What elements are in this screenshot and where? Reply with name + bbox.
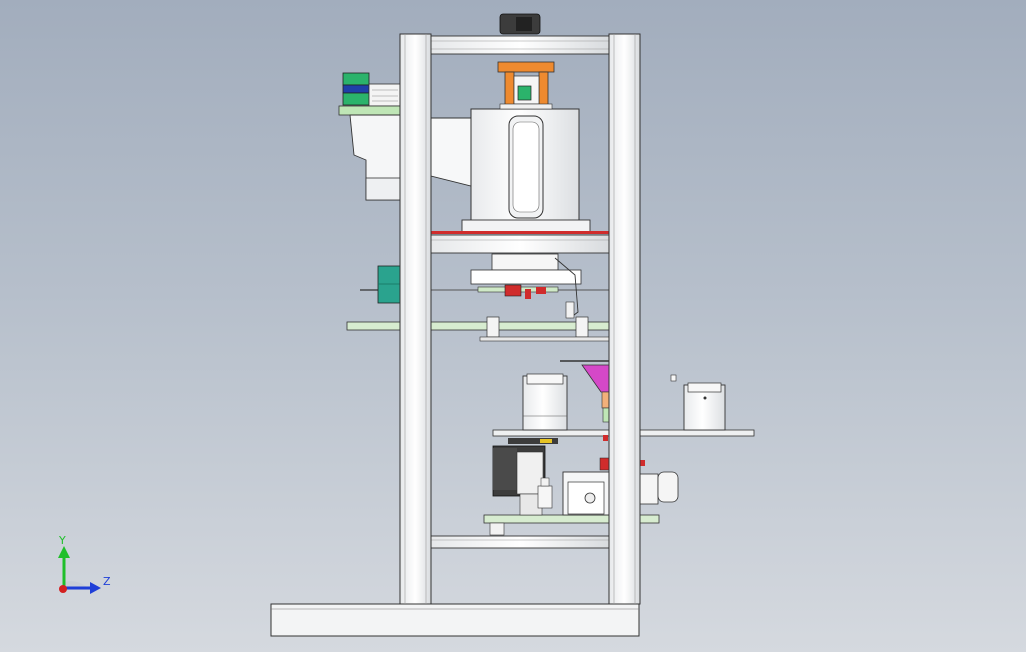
lower-assembly bbox=[483, 435, 679, 536]
orange-bracket bbox=[497, 61, 555, 110]
frame-crossbars bbox=[430, 35, 610, 549]
base-plate bbox=[270, 603, 640, 637]
top-motor bbox=[499, 13, 541, 35]
left-motor-stack bbox=[338, 72, 402, 116]
spindle-housing bbox=[430, 108, 609, 234]
coordinate-triad: Y Z bbox=[58, 534, 111, 594]
frame-posts bbox=[399, 33, 641, 605]
left-hood bbox=[349, 114, 402, 201]
linear-rail bbox=[346, 316, 611, 342]
side-motor bbox=[360, 265, 401, 304]
y-axis-label: Y bbox=[58, 534, 66, 547]
z-axis-label: Z bbox=[103, 575, 111, 588]
